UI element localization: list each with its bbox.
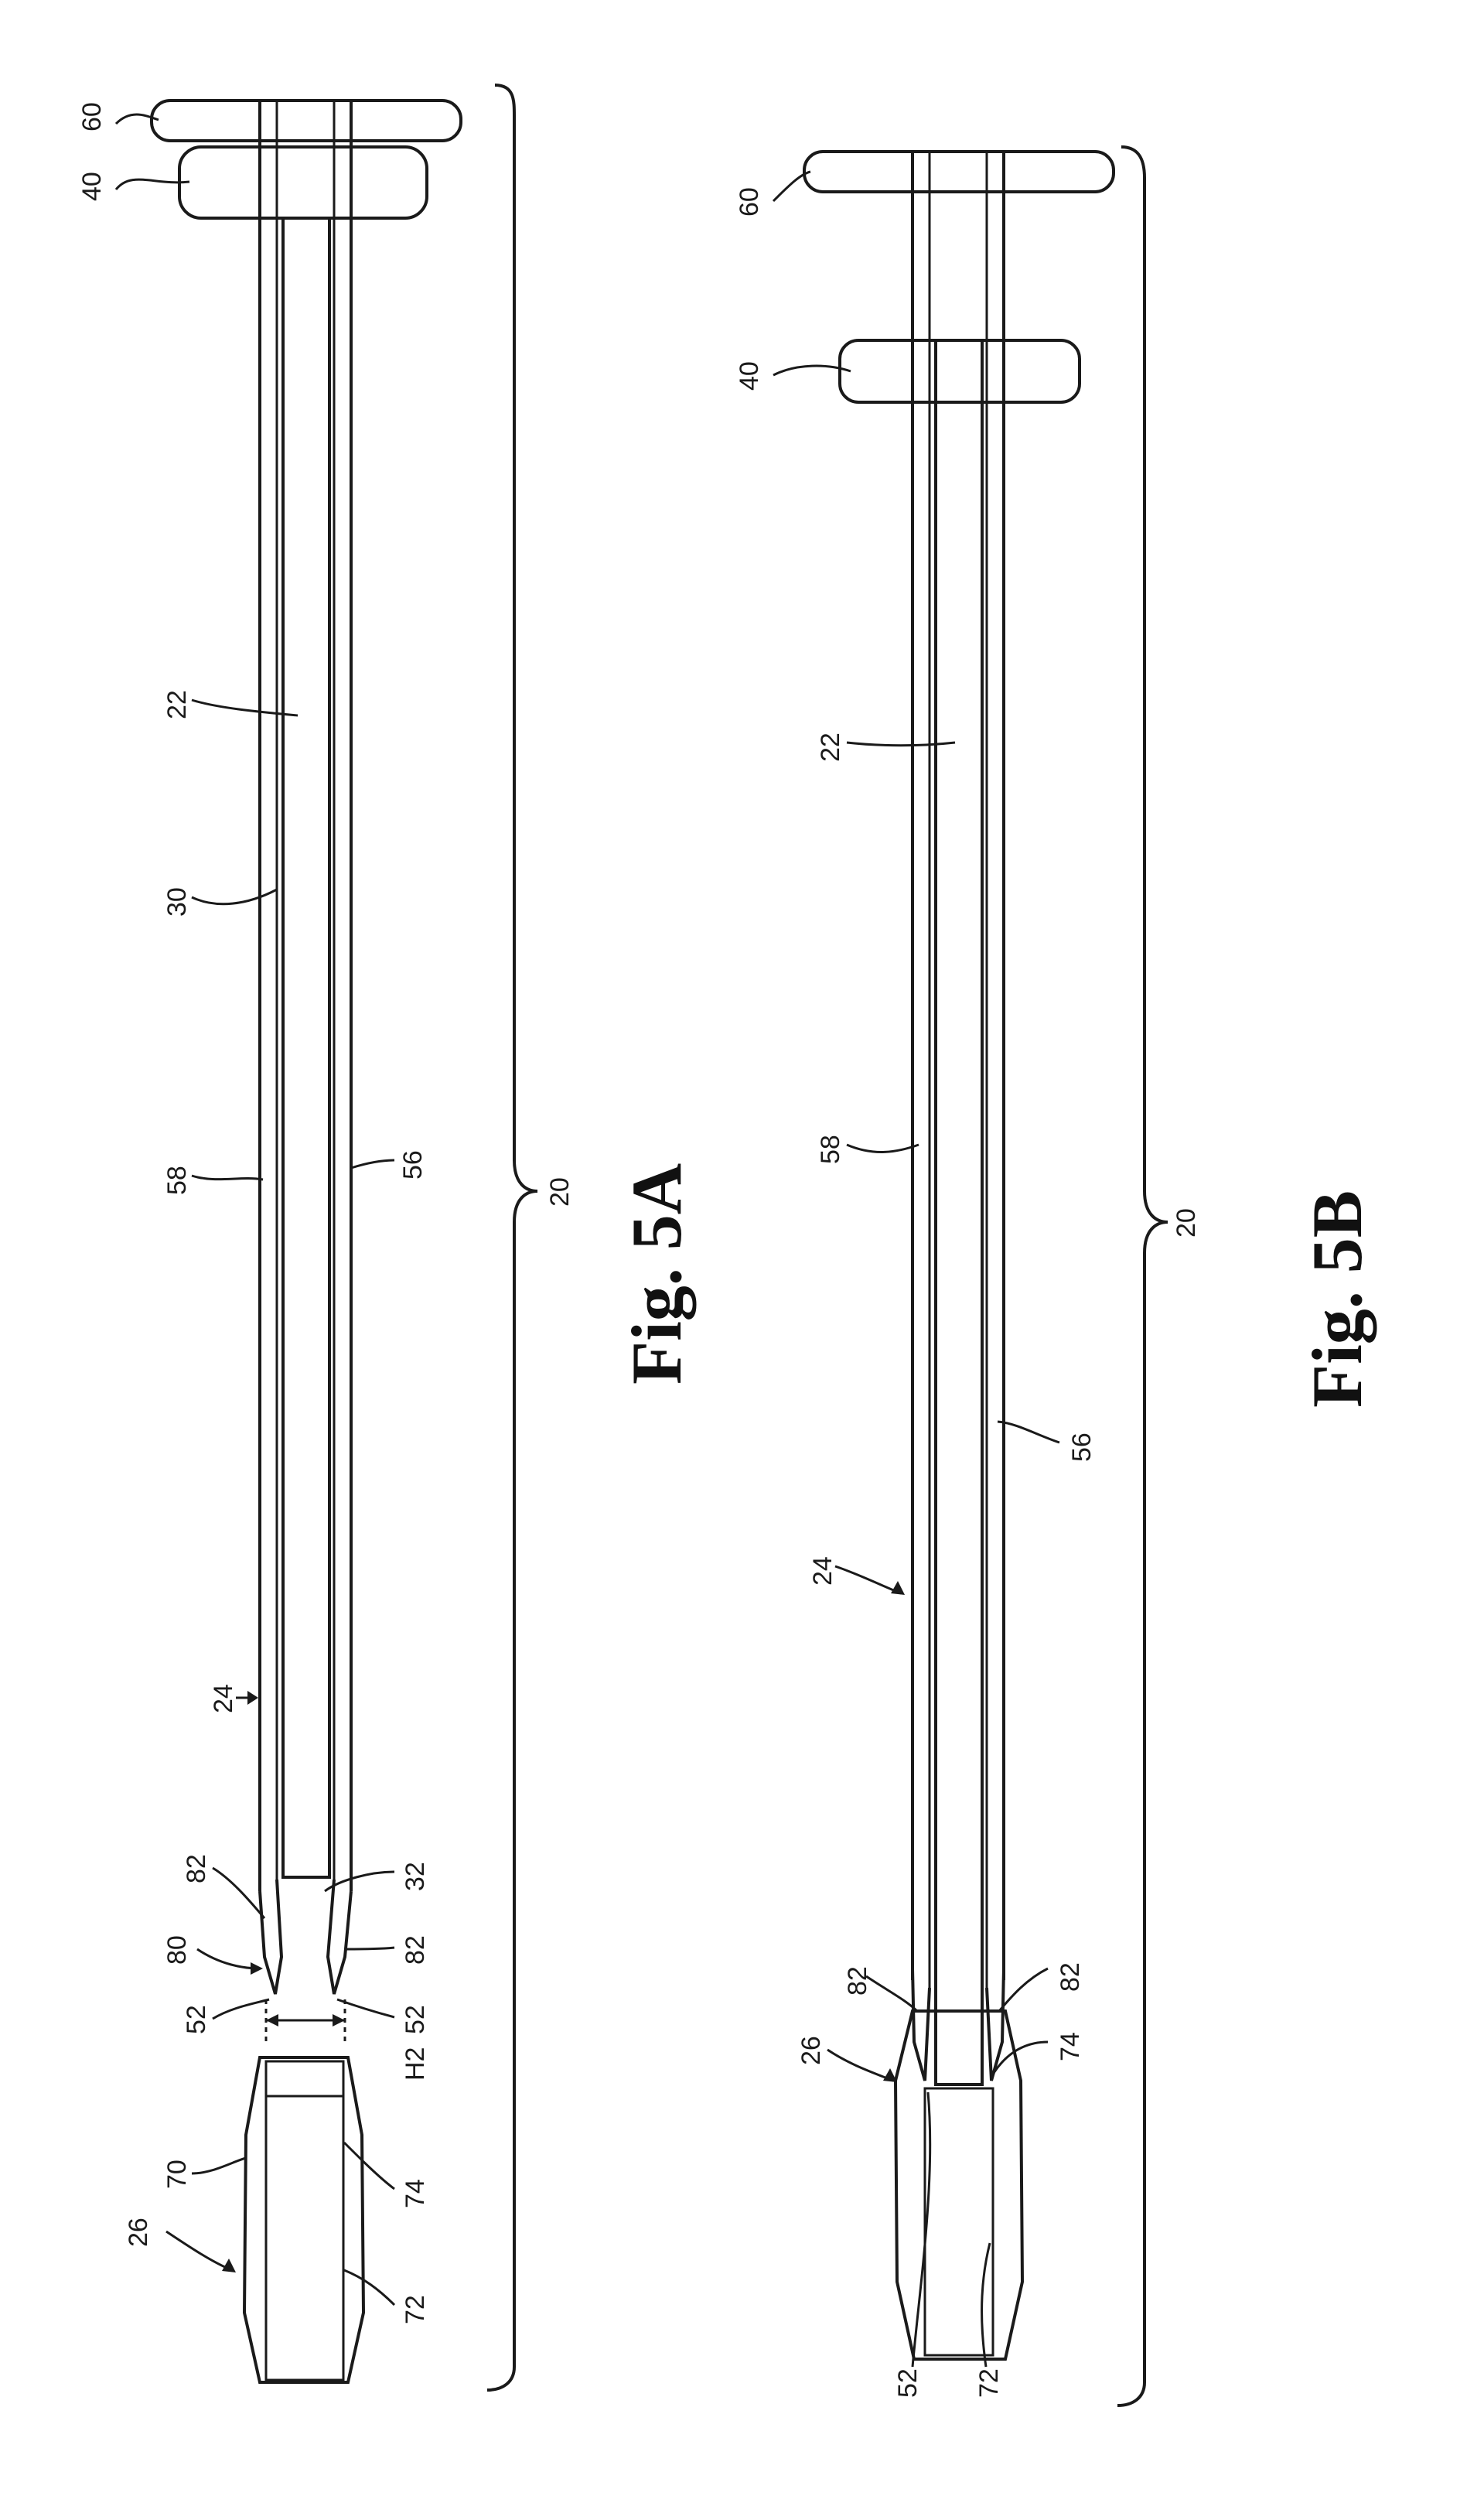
collar-26-5a bbox=[244, 2057, 363, 2382]
label-52a-5a: 52 bbox=[182, 2005, 211, 2034]
collar-bore-72-5a bbox=[266, 2061, 343, 2380]
label-58-5a: 58 bbox=[162, 1166, 192, 1195]
leader-80-arrow-5a bbox=[251, 1962, 263, 1975]
leader-30-5a bbox=[192, 889, 277, 904]
leader-72-5b bbox=[982, 2243, 990, 2367]
label-56-5a: 56 bbox=[398, 1150, 428, 1180]
leader-56-5b bbox=[998, 1422, 1059, 1443]
finger-82-right-5a bbox=[328, 1880, 351, 1994]
core-22-5b bbox=[936, 340, 982, 2085]
label-26-5a: 26 bbox=[124, 2218, 153, 2247]
bracket-20-5b bbox=[1117, 147, 1168, 2406]
label-74-5a: 74 bbox=[401, 2179, 430, 2208]
label-30-5a: 30 bbox=[162, 887, 192, 917]
label-80-5a: 80 bbox=[162, 1935, 192, 1965]
caption-fig-5b: Fig. 5B bbox=[1298, 1190, 1377, 1408]
figure-5a: 60 40 22 30 58 56 20 24 82 32 80 82 52 5… bbox=[77, 85, 696, 2390]
leader-24-arrow-5a bbox=[247, 1691, 258, 1705]
leader-82b-5a bbox=[346, 1948, 394, 1949]
label-82a-5b: 82 bbox=[843, 1966, 872, 1996]
h2-arrow-left-5a bbox=[266, 2014, 278, 2027]
leader-82a-5a bbox=[213, 1868, 264, 1918]
label-82b-5b: 82 bbox=[1056, 1962, 1085, 1992]
leader-58-5b bbox=[847, 1145, 919, 1152]
label-40-5b: 40 bbox=[735, 361, 764, 391]
core-22-5a bbox=[283, 218, 329, 1877]
leader-24-arrow-5b bbox=[891, 1581, 905, 1595]
label-32-5a: 32 bbox=[401, 1862, 430, 1891]
leader-70-5a bbox=[192, 2158, 246, 2173]
caption-fig-5a: Fig. 5A bbox=[617, 1163, 696, 1385]
cap-60-5a bbox=[152, 101, 461, 141]
label-60-5a: 60 bbox=[77, 102, 107, 131]
label-24-5a: 24 bbox=[209, 1684, 238, 1713]
finger-82-left-5a bbox=[260, 1880, 281, 1994]
leader-22-5b bbox=[847, 743, 955, 746]
label-82a-5a: 82 bbox=[182, 1854, 211, 1883]
leader-52-5b bbox=[913, 2092, 930, 2367]
label-22-5a: 22 bbox=[162, 690, 192, 719]
label-52-5b: 52 bbox=[893, 2368, 923, 2398]
label-74-5b: 74 bbox=[1056, 2032, 1085, 2061]
leader-56-5a bbox=[351, 1160, 394, 1168]
label-20-5b: 20 bbox=[1172, 1208, 1201, 1238]
cap-40-5b bbox=[840, 340, 1080, 402]
collar-26-5b bbox=[896, 2011, 1022, 2359]
cap-40-5a bbox=[179, 147, 427, 218]
leader-24-5b bbox=[835, 1566, 901, 1593]
leader-72-5a bbox=[344, 2270, 394, 2305]
leader-82a-5b bbox=[866, 1976, 917, 2011]
leader-74-5a bbox=[344, 2143, 394, 2189]
label-56-5b: 56 bbox=[1067, 1432, 1097, 1462]
label-22-5b: 22 bbox=[816, 732, 845, 762]
label-26-5b: 26 bbox=[797, 2036, 826, 2065]
label-24-5b: 24 bbox=[808, 1556, 838, 1586]
leader-52a-5a bbox=[213, 1999, 269, 2019]
label-82b-5a: 82 bbox=[401, 1935, 430, 1965]
label-h2-5a: H2 bbox=[401, 2047, 430, 2081]
label-20-5a: 20 bbox=[545, 1177, 575, 1207]
label-40-5a: 40 bbox=[77, 172, 107, 201]
leader-58-5a bbox=[192, 1176, 263, 1180]
label-72-5b: 72 bbox=[974, 2368, 1004, 2398]
figure-5b: 60 40 22 58 20 56 24 82 82 26 74 52 72 F… bbox=[735, 147, 1377, 2406]
leader-80-5a bbox=[197, 1949, 260, 1968]
leader-26-5a bbox=[166, 2231, 232, 2270]
cap-60-5b bbox=[804, 152, 1114, 192]
label-58-5b: 58 bbox=[816, 1135, 845, 1164]
label-52b-5a: 52 bbox=[401, 2005, 430, 2034]
leader-82b-5b bbox=[999, 1968, 1048, 2011]
finger-82-left-5b bbox=[913, 1968, 930, 2081]
label-60-5b: 60 bbox=[735, 187, 764, 217]
leader-26-arrow-5b bbox=[883, 2068, 897, 2082]
label-72-5a: 72 bbox=[401, 2295, 430, 2324]
label-70-5a: 70 bbox=[162, 2160, 192, 2189]
leader-52b-5a bbox=[337, 1999, 394, 2017]
bracket-20-5a bbox=[487, 85, 537, 2390]
leader-26-5b bbox=[827, 2050, 893, 2081]
h2-arrow-right-5a bbox=[333, 2014, 345, 2027]
